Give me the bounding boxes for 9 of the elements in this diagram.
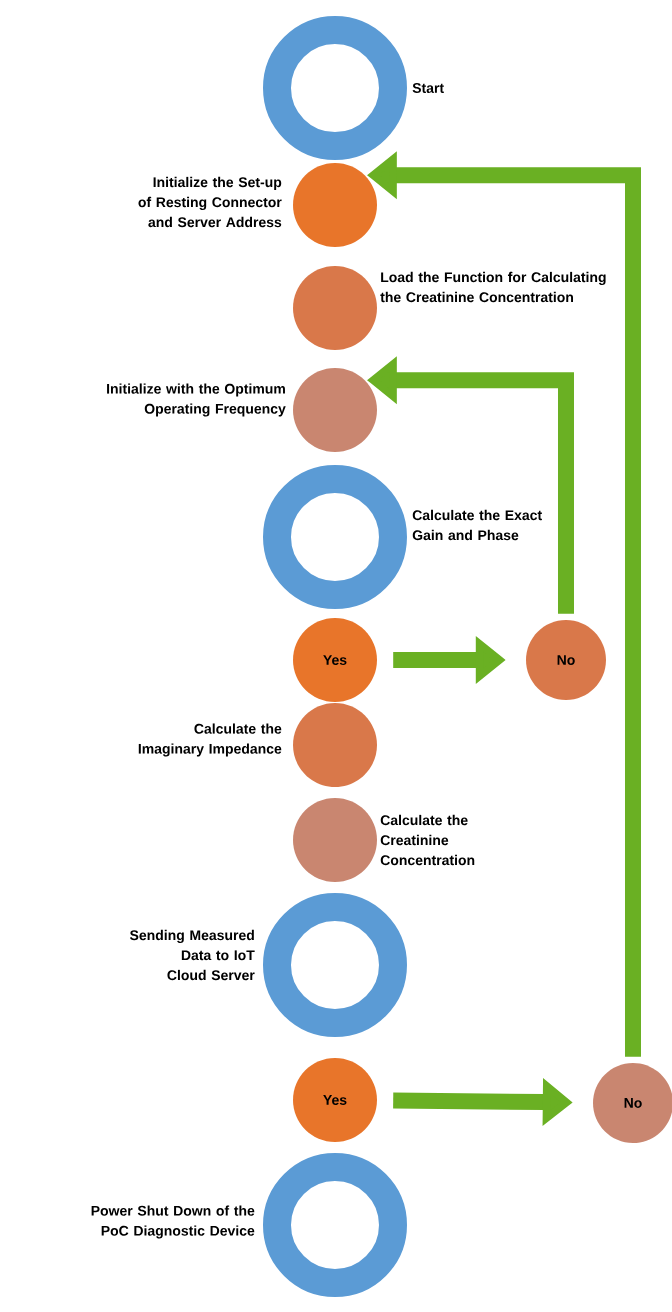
step-label: Sending Measured Data to IoT Cloud Server	[129, 929, 255, 981]
step-label: Calculate the Creatinine Concentration	[380, 814, 475, 866]
step-label: Initialize with the Optimum Operating Frequency	[107, 383, 286, 417]
step-label: Calculate the Exact Gain and Phase	[412, 509, 542, 541]
step-label: Initialize the Set-up of Resting Connector and Server Address	[138, 176, 282, 228]
step-label: Start	[412, 83, 444, 93]
step-label: Load the Function for Calculating the Creatinine Concentration	[380, 271, 606, 303]
step-label: Power Shut Down of the PoC Diagnostic Device	[91, 1205, 255, 1239]
step-label: Calculate the Imaginary Impedance	[138, 723, 282, 757]
